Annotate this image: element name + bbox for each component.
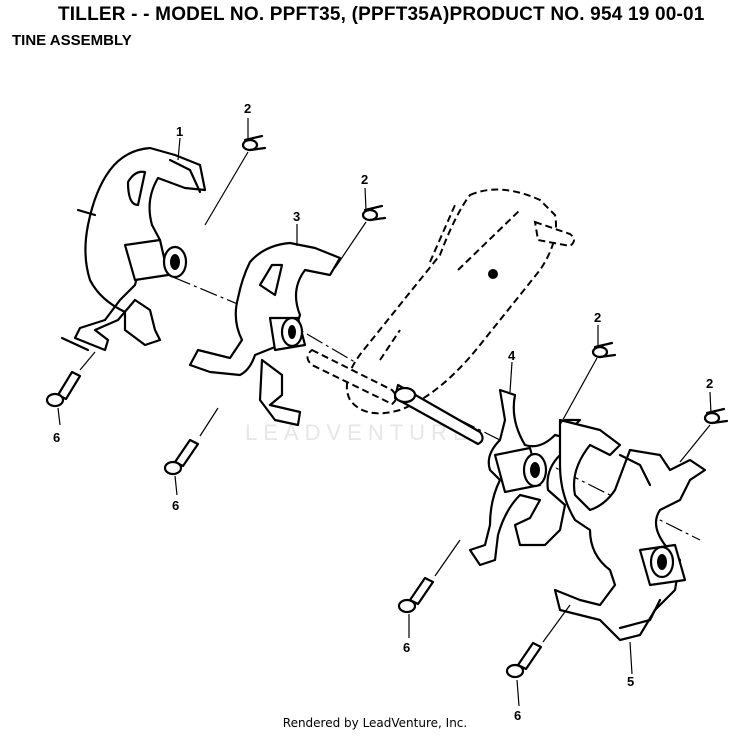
- callout-part-2c: 2: [594, 310, 601, 325]
- callout-part-1: 1: [176, 124, 183, 139]
- gearbox-housing: [306, 188, 575, 446]
- clip-pin-2: [361, 204, 387, 222]
- callout-part-3: 3: [293, 209, 300, 224]
- callout-part-6b: 6: [172, 498, 179, 513]
- tine-part-5: [553, 418, 707, 642]
- clip-pin-4: [703, 407, 729, 425]
- callout-part-2d: 2: [706, 376, 713, 391]
- callout-part-2b: 2: [361, 172, 368, 187]
- callout-part-4: 4: [508, 348, 516, 363]
- callout-part-6c: 6: [403, 640, 410, 655]
- tine-part-3: [188, 241, 342, 427]
- page-title: TILLER - - MODEL NO. PPFT35, (PPFT35A)PR…: [58, 4, 705, 25]
- assembly-subtitle: TINE ASSEMBLY: [12, 32, 132, 49]
- tine-part-4: [468, 388, 582, 567]
- footer-credit: Rendered by LeadVenture, Inc.: [282, 716, 468, 730]
- bolt-1: [45, 370, 82, 408]
- clip-pin-3: [591, 341, 617, 359]
- callout-part-6d: 6: [514, 708, 521, 723]
- watermark-text: LEADVENTURE: [245, 420, 474, 445]
- leader-lines: [57, 118, 712, 707]
- tine-part-1: [60, 146, 207, 352]
- bolt-2: [163, 438, 200, 476]
- bolt-4: [505, 641, 543, 679]
- callout-part-2a: 2: [244, 101, 251, 116]
- clip-pin-1: [241, 134, 267, 152]
- callout-part-5: 5: [627, 674, 634, 689]
- bolt-3: [397, 576, 435, 614]
- callout-part-6a: 6: [53, 430, 60, 445]
